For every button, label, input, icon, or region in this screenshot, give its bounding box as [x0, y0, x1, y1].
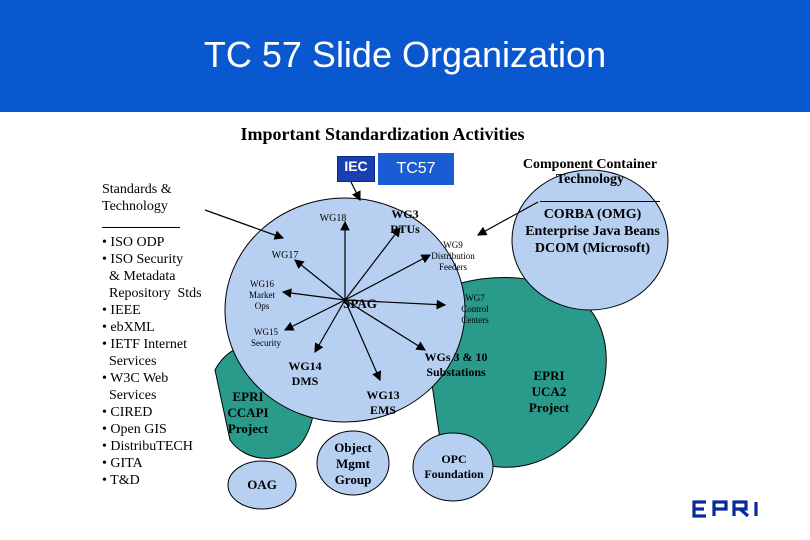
node-wg7: WG7 Control Centers: [461, 293, 489, 325]
right-heading-2: Technology: [556, 172, 624, 187]
iec-logo-text: IEC: [344, 158, 368, 174]
right-divider: [540, 201, 660, 202]
arrow-tc57: [349, 179, 361, 202]
node-wg14: WG14 DMS: [288, 359, 322, 388]
object-mgmt-ellipse: [316, 430, 390, 496]
left-divider: [102, 221, 180, 228]
left-item: Services: [102, 388, 157, 403]
iec-logo: IEC: [337, 156, 375, 182]
right-item: DCOM (Microsoft): [534, 241, 651, 256]
subtitle: Important Standardization Activities: [240, 124, 525, 144]
node-wg3: WG3 RTUs: [390, 207, 420, 236]
right-item: CORBA (OMG): [543, 207, 642, 222]
tc57-box: TC57: [378, 153, 454, 185]
label-epri-uca2: EPRI UCA2 Project: [528, 368, 570, 415]
opc-ellipse: [412, 432, 494, 502]
right-heading-1: Component Container: [522, 157, 658, 172]
left-item: • CIRED: [102, 405, 153, 420]
spoke-wg17: [294, 259, 346, 301]
slide-title: TC 57 Slide Organization: [203, 34, 607, 75]
right-ellipse: [511, 169, 669, 311]
right-panel-items: CORBA (OMG) Enterprise Java Beans DCOM (…: [520, 206, 665, 257]
right-panel-heading: Component Container Technology: [520, 157, 660, 187]
left-item: • Open GIS: [102, 422, 167, 437]
arrow-left: [204, 209, 285, 240]
left-item: • ISO Security: [102, 252, 184, 267]
node-wg17: WG17: [271, 250, 299, 261]
title-bar: TC 57 Slide Organization: [0, 0, 810, 112]
arrow-right: [476, 201, 539, 236]
spoke-wgs3-10: [344, 299, 427, 351]
left-heading-2: Technology: [102, 199, 168, 214]
spoke-wg3: [344, 227, 401, 301]
label-oag: OAG: [247, 477, 277, 492]
spoke-wg14: [314, 299, 346, 354]
left-item: Repository Stds: [102, 286, 202, 301]
main-ellipse: [224, 197, 466, 423]
left-item: • T&D: [102, 473, 140, 488]
left-item: & Metadata: [102, 269, 176, 284]
node-wg13: WG13 EMS: [366, 388, 400, 417]
label-object-mgmt: Object Mgmt Group: [334, 440, 372, 487]
label-epri-ccapi: EPRI CCAPI Project: [227, 389, 269, 436]
left-item: • DistribuTECH: [102, 439, 193, 454]
left-item: Services: [102, 354, 157, 369]
teal-band-right: [419, 277, 607, 468]
node-wgs3-10: WGs 3 & 10 Substations: [424, 350, 488, 379]
spoke-wg7: [344, 299, 447, 310]
spoke-wg16: [281, 288, 346, 301]
oag-ellipse: [227, 460, 297, 510]
left-item: • ebXML: [102, 320, 155, 335]
node-wg18: WG18: [319, 213, 347, 224]
hub-spag: SPAG: [343, 296, 377, 311]
spoke-wg13: [344, 299, 382, 382]
node-wg15: WG15 Security: [251, 327, 281, 348]
left-item: • W3C Web: [102, 371, 169, 386]
left-item: • IETF Internet: [102, 337, 187, 352]
left-panel: Standards & Technology • ISO ODP • ISO S…: [102, 181, 202, 489]
left-item: • ISO ODP: [102, 235, 165, 250]
right-item: Enterprise Java Beans: [525, 224, 660, 239]
epri-logo: [692, 500, 758, 518]
node-wg16: WG16 Market Ops: [249, 279, 275, 311]
left-heading-1: Standards &: [102, 182, 172, 197]
spoke-wg9: [344, 254, 432, 301]
label-opc: OPC Foundation: [424, 452, 484, 481]
left-item: • GITA: [102, 456, 143, 471]
spoke-wg15: [283, 299, 346, 331]
spokes: [281, 220, 447, 382]
node-wg9: WG9 Distribution Feeders: [431, 240, 475, 272]
left-item: • IEEE: [102, 303, 141, 318]
